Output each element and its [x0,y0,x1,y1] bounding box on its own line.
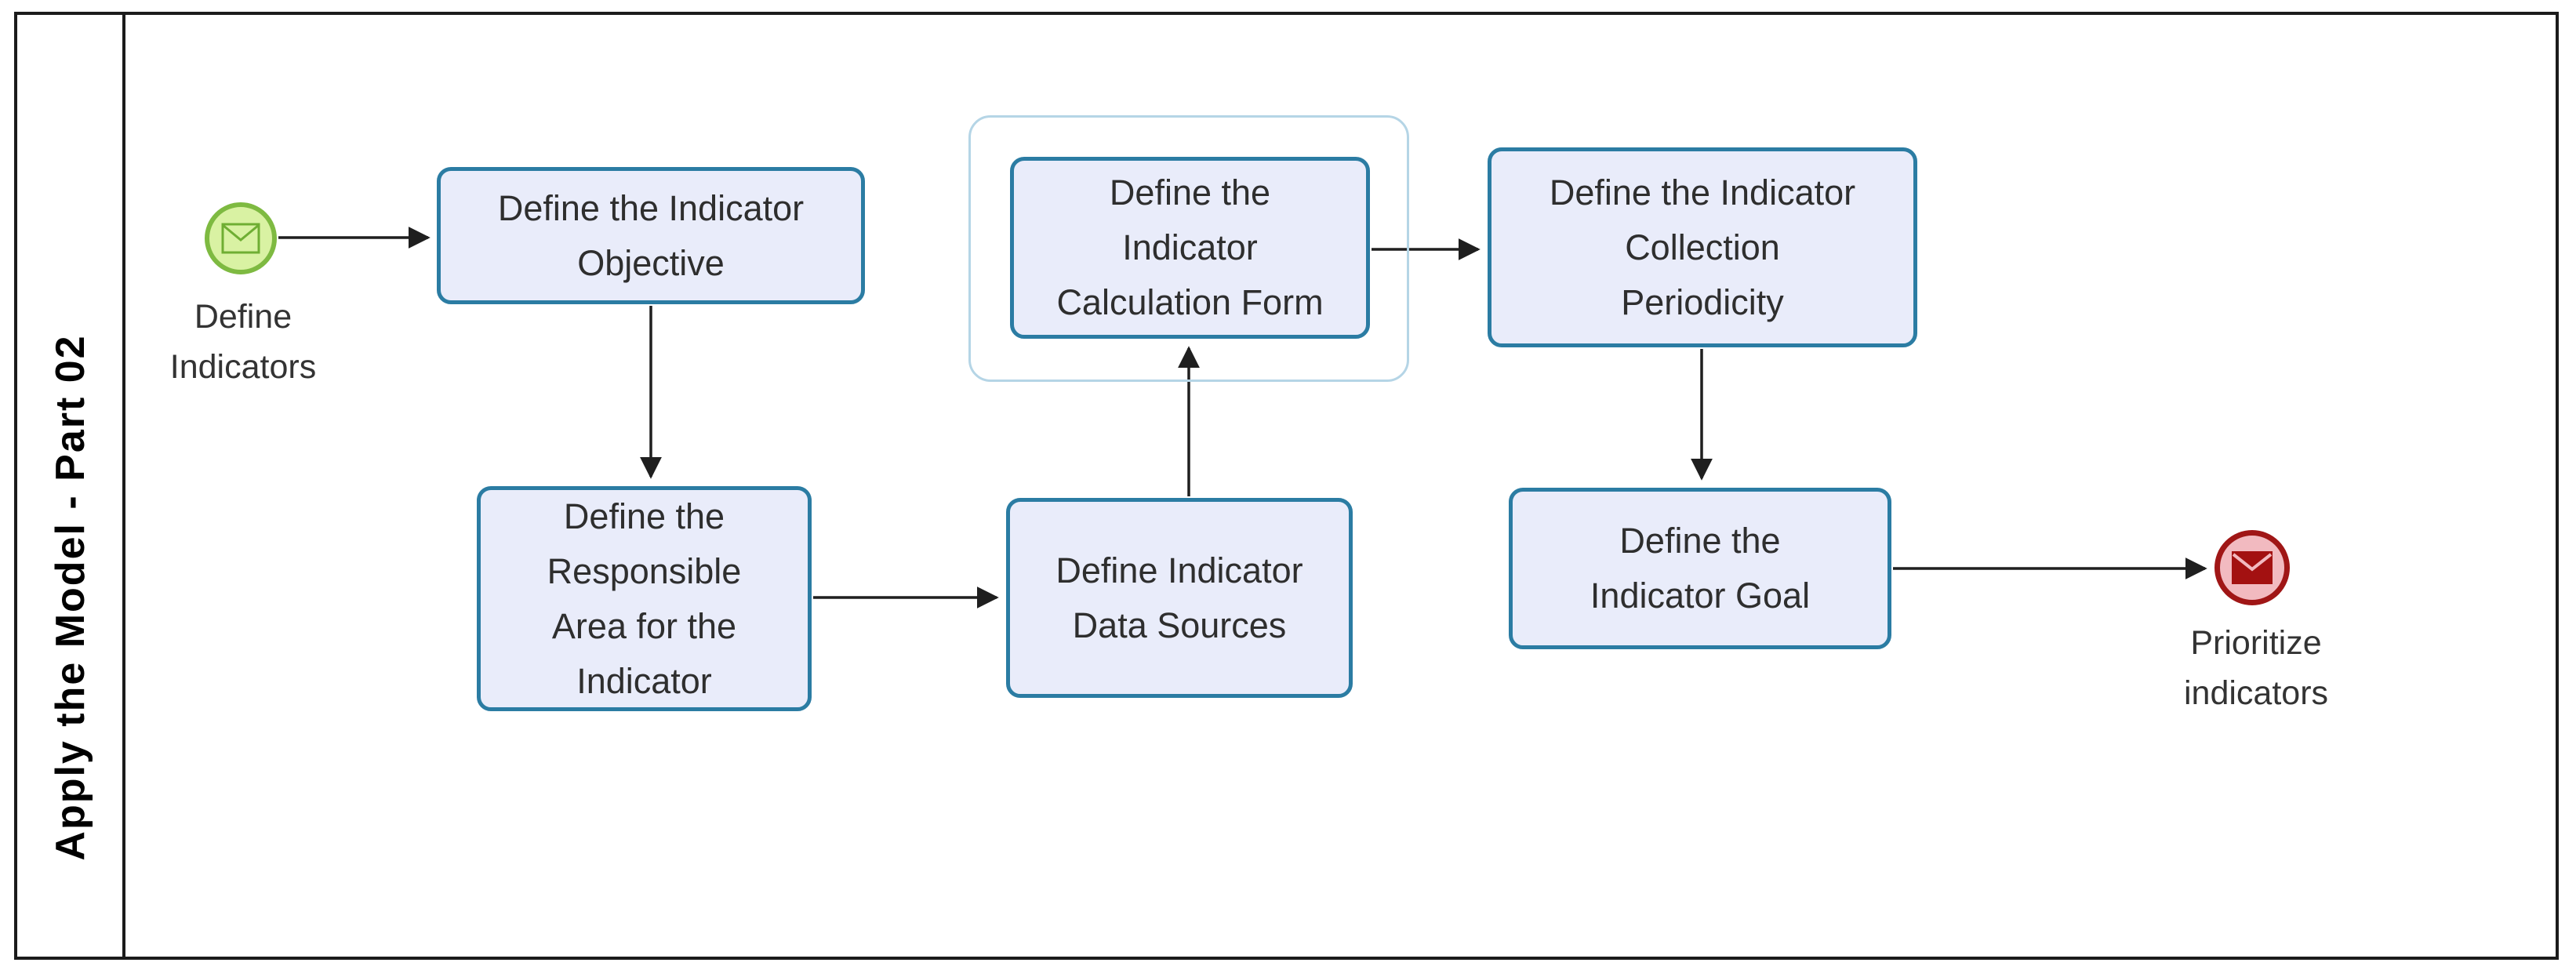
task-define-responsible-area[interactable]: Define the Responsible Area for the Indi… [477,486,812,711]
start-event-label: Define Indicators [169,298,317,386]
task-define-indicator-objective[interactable]: Define the Indicator Objective [437,167,865,304]
task-label: Define the Indicator Goal [1590,521,1811,616]
end-event-message[interactable] [2214,530,2290,605]
end-event-label: Prioritize indicators [2183,624,2329,712]
task-label: Define the Indicator Objective [497,187,805,283]
message-envelope-icon [2232,551,2273,584]
task-label: Define the Indicator Calculation Form [1056,173,1324,322]
task-label: Define the Indicator Collection Periodic… [1549,172,1856,322]
task-label: Define the Responsible Area for the Indi… [547,496,742,701]
task-define-indicator-goal[interactable]: Define the Indicator Goal [1509,488,1891,649]
task-define-indicator-calculation-form[interactable]: Define the Indicator Calculation Form [1010,157,1370,339]
task-define-indicator-data-sources[interactable]: Define Indicator Data Sources [1006,498,1353,698]
task-define-indicator-collection-periodicity[interactable]: Define the Indicator Collection Periodic… [1488,147,1917,347]
message-envelope-icon [221,223,260,254]
group-calculation-form[interactable] [968,115,1409,382]
start-event-message[interactable] [205,202,277,274]
task-label: Define Indicator Data Sources [1055,550,1303,645]
lane-header [17,15,125,957]
